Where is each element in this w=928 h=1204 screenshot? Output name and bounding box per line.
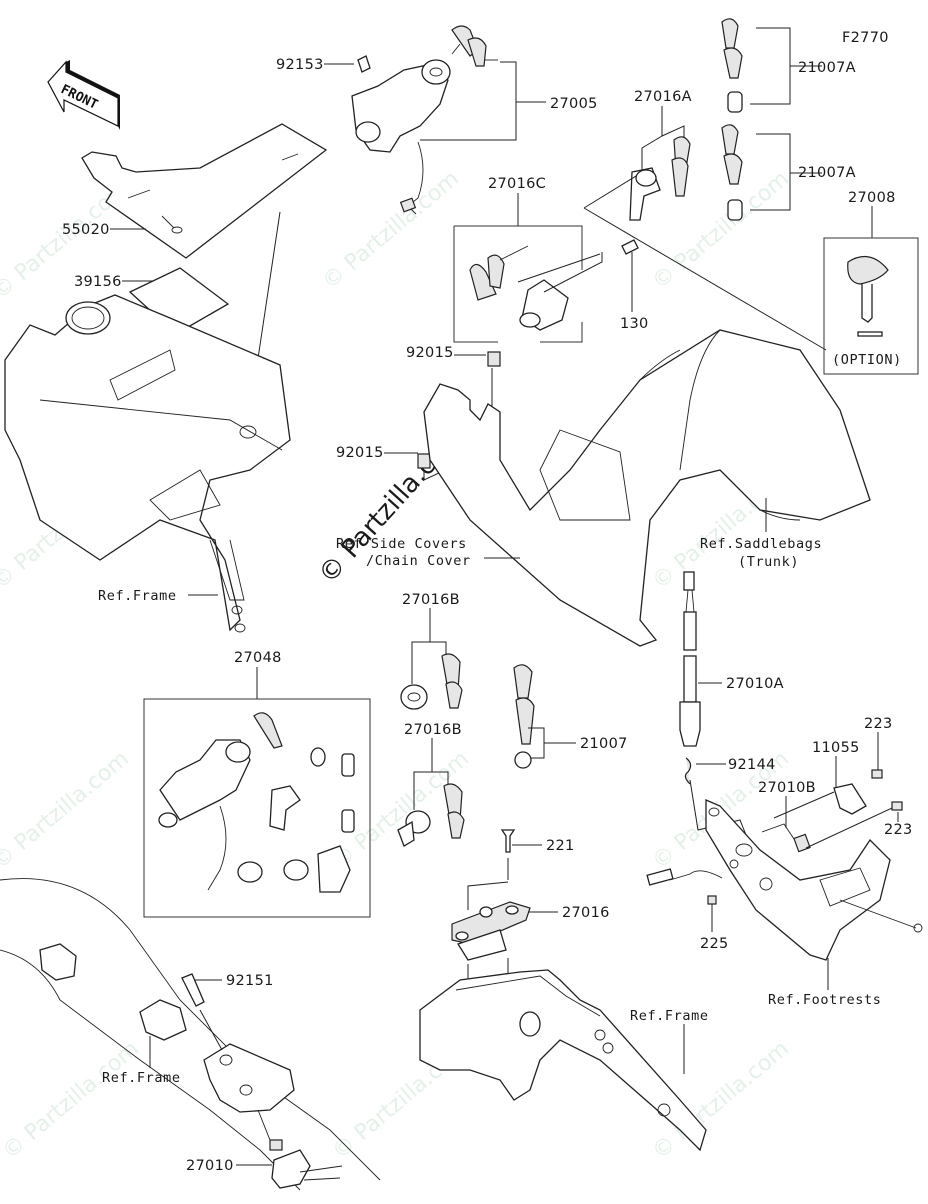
bolt-92151 — [181, 973, 205, 1007]
screw-223-upper — [871, 769, 883, 779]
option-note: (OPTION) — [832, 352, 902, 368]
watermark-text: © Partzilla.com — [648, 166, 794, 294]
lock-27016C — [469, 245, 569, 331]
label-sheet-55020 — [81, 123, 328, 259]
part-number: 27016A — [634, 89, 692, 105]
part-number: 27048 — [234, 650, 282, 666]
part-number: 27008 — [848, 190, 896, 206]
lock-27016A — [629, 136, 691, 221]
watermark-text: © Partzilla.com — [0, 746, 134, 874]
part-number: 92015 — [406, 345, 454, 361]
part-number: 27010B — [758, 780, 816, 796]
part-number: 130 — [620, 316, 649, 332]
part-number: 92144 — [728, 757, 776, 773]
part-number: 27016 — [562, 905, 610, 921]
ref-saddlebags: Ref.Saddlebags — [700, 536, 822, 552]
part-number: 223 — [864, 716, 893, 732]
bracket-11055 — [833, 783, 867, 815]
part-number: 27005 — [550, 96, 598, 112]
part-number: 21007 — [580, 736, 628, 752]
ref-trunk: (Trunk) — [738, 554, 799, 570]
key-set-21007 — [513, 664, 535, 769]
part-number: 55020 — [62, 222, 110, 238]
ref-footrests: Ref.Footrests — [768, 992, 881, 1008]
part-number: 27016C — [488, 176, 546, 192]
part-number: 27016B — [402, 592, 460, 608]
part-number: 11055 — [812, 740, 860, 756]
part-number: 221 — [546, 838, 575, 854]
part-number: 92151 — [226, 973, 274, 989]
part-number: 92015 — [336, 445, 384, 461]
screw-223-lower — [891, 801, 903, 811]
lock-27016B-1 — [400, 653, 463, 710]
bolt-92153 — [357, 55, 371, 73]
part-number: 225 — [700, 936, 729, 952]
key-set-21007A-1 — [721, 18, 743, 113]
part-number: 27010A — [726, 676, 784, 692]
watermark-text: © Partzilla.com — [0, 1036, 144, 1164]
switch-27010B — [761, 823, 811, 853]
rear-frame — [419, 969, 707, 1152]
frame-bottom-left — [0, 878, 381, 1191]
side-cover — [423, 329, 871, 647]
watermark-text: © Partzilla.com — [318, 166, 464, 294]
part-number: 27016B — [404, 722, 462, 738]
switch-27010 — [257, 1109, 343, 1189]
clip-92015-lower — [417, 453, 431, 469]
key-27008 — [847, 255, 889, 337]
ref-frame-bottom-left: Ref.Frame — [102, 1070, 181, 1086]
part-number: 39156 — [74, 274, 122, 290]
lock-27016B-2 — [397, 783, 465, 847]
seat-lock-27016 — [451, 901, 531, 961]
footrest-bracket — [646, 799, 923, 961]
key-set-21007A-2 — [721, 124, 743, 221]
part-number: 92153 — [276, 57, 324, 73]
kit-box-27048 — [143, 698, 371, 918]
spring-92144 — [684, 757, 692, 785]
part-number: 21007A — [798, 165, 856, 181]
ref-chain-cover: /Chain Cover — [366, 553, 471, 569]
option-box — [823, 237, 919, 375]
front-arrow-icon: FRONT — [47, 60, 120, 130]
lock-kit-27048 — [158, 712, 355, 893]
switch-27010A — [679, 571, 701, 747]
figure-code: F2770 — [842, 30, 889, 46]
part-number: 27010 — [186, 1158, 234, 1174]
clip-92015-upper — [487, 351, 501, 367]
ref-frame-bottom-mid: Ref.Frame — [630, 1008, 709, 1024]
frame-steering-head — [4, 294, 291, 633]
part-number: 223 — [884, 822, 913, 838]
part-number: 21007A — [798, 60, 856, 76]
ignition-switch-27005 — [351, 25, 498, 215]
screw-221 — [500, 829, 516, 853]
ref-frame-top: Ref.Frame — [98, 588, 177, 604]
screw-130 — [621, 239, 639, 255]
ref-side-covers: Ref Side Covers — [336, 536, 467, 552]
screw-225 — [707, 895, 717, 905]
